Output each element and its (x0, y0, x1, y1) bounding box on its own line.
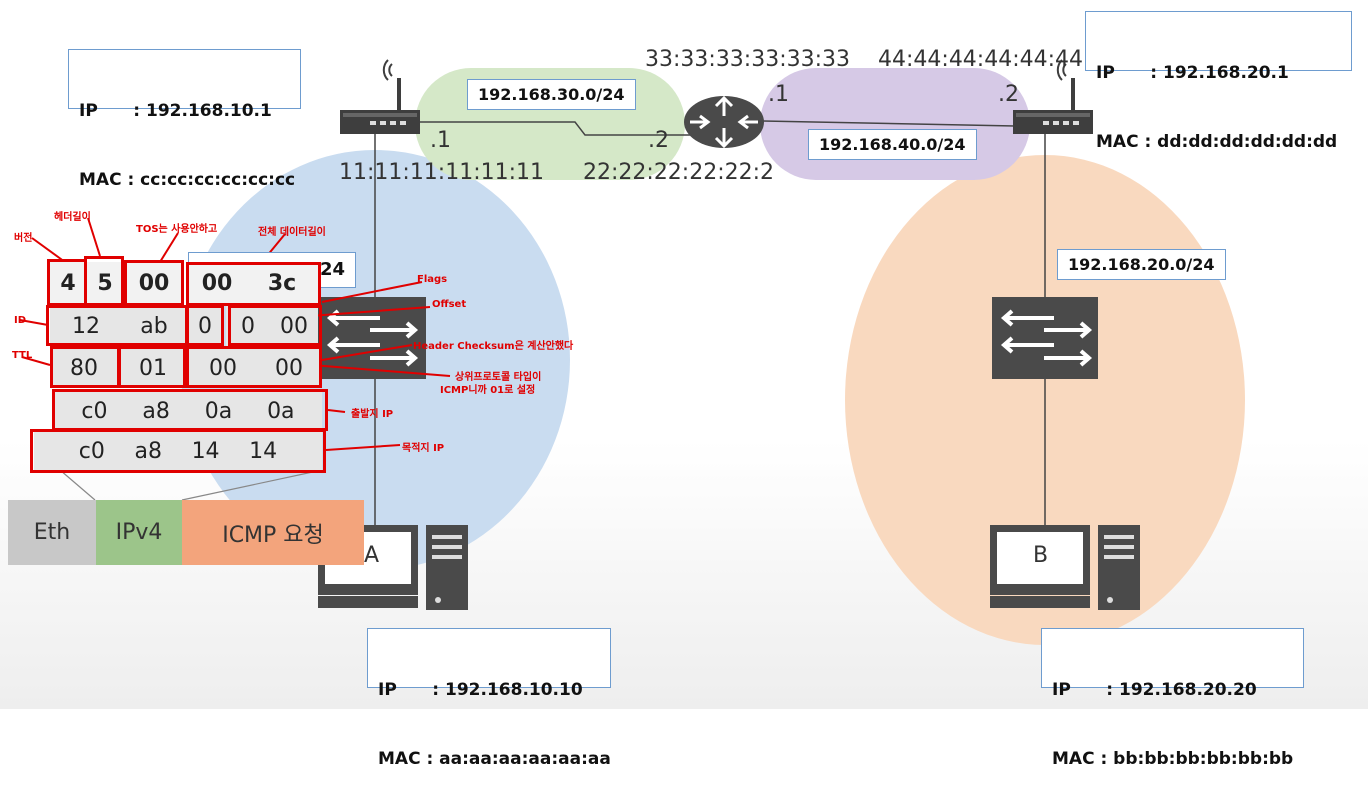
flags-highlight (186, 305, 224, 346)
ip-ttl-cell: 80 (50, 348, 118, 388)
pc-b-info-box: IP : 192.168.20.20 MAC : bb:bb:bb:bb:bb:… (1041, 628, 1304, 769)
ip-id-lo-cell: ab (122, 306, 186, 346)
annotation-checksum: Header Checksum은 계산안했다 (413, 341, 574, 352)
network-20-label: 192.168.20.0/24 (1057, 249, 1226, 280)
annotation-src-ip: 출발지 IP (351, 409, 394, 420)
network-40-label: 192.168.40.0/24 (808, 129, 977, 160)
ip-offset-b-cell: 00 (270, 306, 318, 346)
ip-src-byte: a8 (142, 398, 170, 424)
src-ip-highlight (52, 389, 328, 431)
total-length-highlight (186, 262, 321, 306)
pc-a-letter: A (364, 543, 380, 568)
annotation-protocol-1: 상위프로토콜 타입이 (455, 372, 542, 383)
pc-b-ip: IP : 192.168.20.20 (1052, 680, 1257, 700)
ip-version-cell: 4 (50, 262, 86, 304)
router-a-mac: MAC : cc:cc:cc:cc:cc:cc (79, 170, 296, 190)
network-30-label: 192.168.30.0/24 (467, 79, 636, 110)
ip-ihl-cell: 5 (86, 262, 124, 304)
serial-link-30 (415, 121, 712, 136)
packet-funnel-right (181, 469, 323, 501)
mac-44-label: 44:44:44:44:44:44 (878, 47, 1084, 72)
ip-checksum-hi-cell: 00 (188, 348, 258, 388)
core-router-left-interface-label: .2 (648, 128, 669, 153)
ip-dst-byte: a8 (134, 438, 162, 464)
annotation-tos: TOS는 사용안하고 (136, 224, 218, 235)
packet-funnel-left (59, 469, 96, 501)
ip-total-length-hi-cell: 00 (188, 262, 246, 304)
serial-link-40 (762, 120, 1016, 127)
ip-src-byte: c0 (81, 398, 108, 424)
pc-a-ip: IP : 192.168.10.10 (378, 680, 583, 700)
router-b-info-box: IP : 192.168.20.1 MAC : dd:dd:dd:dd:dd:d… (1085, 11, 1352, 152)
router-a-info-box: IP : 192.168.10.1 MAC : cc:cc:cc:cc:cc:c… (68, 49, 301, 190)
core-router-right-interface-label: .1 (768, 82, 789, 107)
annotation-version: 버전 (14, 233, 33, 244)
ip-src-row: c0 a8 0a 0a (54, 392, 322, 430)
mac-11-label: 11:11:11:11:11:11 (339, 160, 545, 185)
router-b-mac: MAC : dd:dd:dd:dd:dd:dd (1096, 132, 1338, 152)
ttl-highlight (50, 346, 120, 388)
ip-checksum-lo-cell: 00 (258, 348, 320, 388)
ip-dst-byte: 14 (191, 438, 220, 464)
router-a-ip: IP : 192.168.10.1 (79, 101, 272, 121)
router-b-interface-label: .2 (998, 82, 1019, 107)
router-b-ip: IP : 192.168.20.1 (1096, 63, 1289, 83)
mac-33-label: 33:33:33:33:33:33 (645, 47, 851, 72)
ip-dst-row: c0 a8 14 14 (34, 432, 322, 470)
ip-dst-byte: c0 (78, 438, 105, 464)
ip-total-length-lo-cell: 3c (246, 262, 318, 304)
pc-b-letter: B (1033, 543, 1049, 568)
version-highlight (47, 259, 87, 306)
offset-highlight (228, 305, 322, 346)
protocol-highlight (118, 346, 186, 388)
ihl-highlight (84, 256, 124, 306)
router-b-icon (1013, 59, 1093, 134)
annotation-flags: Flags (417, 274, 448, 285)
annotation-protocol-2: ICMP니까 01로 설정 (440, 385, 536, 396)
pc-b-icon (990, 525, 1140, 610)
annotation-ttl: TTL (12, 350, 33, 361)
ip-offset-a-cell: 0 (226, 306, 270, 346)
dst-ip-highlight (30, 429, 326, 473)
ip-dst-byte: 14 (249, 438, 278, 464)
ip-id-hi-cell: 12 (50, 306, 122, 346)
ip-src-byte: 0a (267, 398, 295, 424)
router-a-icon (340, 59, 420, 134)
pc-a-info-box: IP : 192.168.10.10 MAC : aa:aa:aa:aa:aa:… (367, 628, 611, 769)
switch-b-icon (992, 297, 1098, 379)
mac-22-label: 22:22:22:22:22:2 (583, 160, 775, 185)
ip-tos-cell: 00 (124, 262, 184, 304)
pc-a-mac: MAC : aa:aa:aa:aa:aa:aa (378, 749, 611, 769)
annotation-id: ID (14, 315, 27, 326)
packet-icmp-segment: ICMP 요청 (182, 500, 364, 565)
checksum-highlight (186, 346, 322, 388)
ip-src-byte: 0a (204, 398, 233, 424)
network-10-suffix: /24 (313, 259, 345, 280)
annotation-dst-ip: 목적지 IP (402, 443, 445, 454)
pc-b-mac: MAC : bb:bb:bb:bb:bb:bb (1052, 749, 1294, 769)
id-highlight (46, 305, 188, 346)
annotation-offset: Offset (432, 299, 467, 310)
core-router-icon (684, 95, 764, 149)
ip-protocol-cell: 01 (120, 348, 186, 388)
ip-flags-cell: 0 (188, 306, 222, 346)
packet-eth-segment: Eth (8, 500, 96, 565)
tos-highlight (124, 260, 184, 306)
router-a-interface-label: .1 (430, 128, 451, 153)
annotation-total-length: 전체 데이터길이 (258, 227, 326, 238)
annotation-header-length: 헤더길이 (54, 212, 91, 223)
packet-ipv4-segment: IPv4 (96, 500, 182, 565)
